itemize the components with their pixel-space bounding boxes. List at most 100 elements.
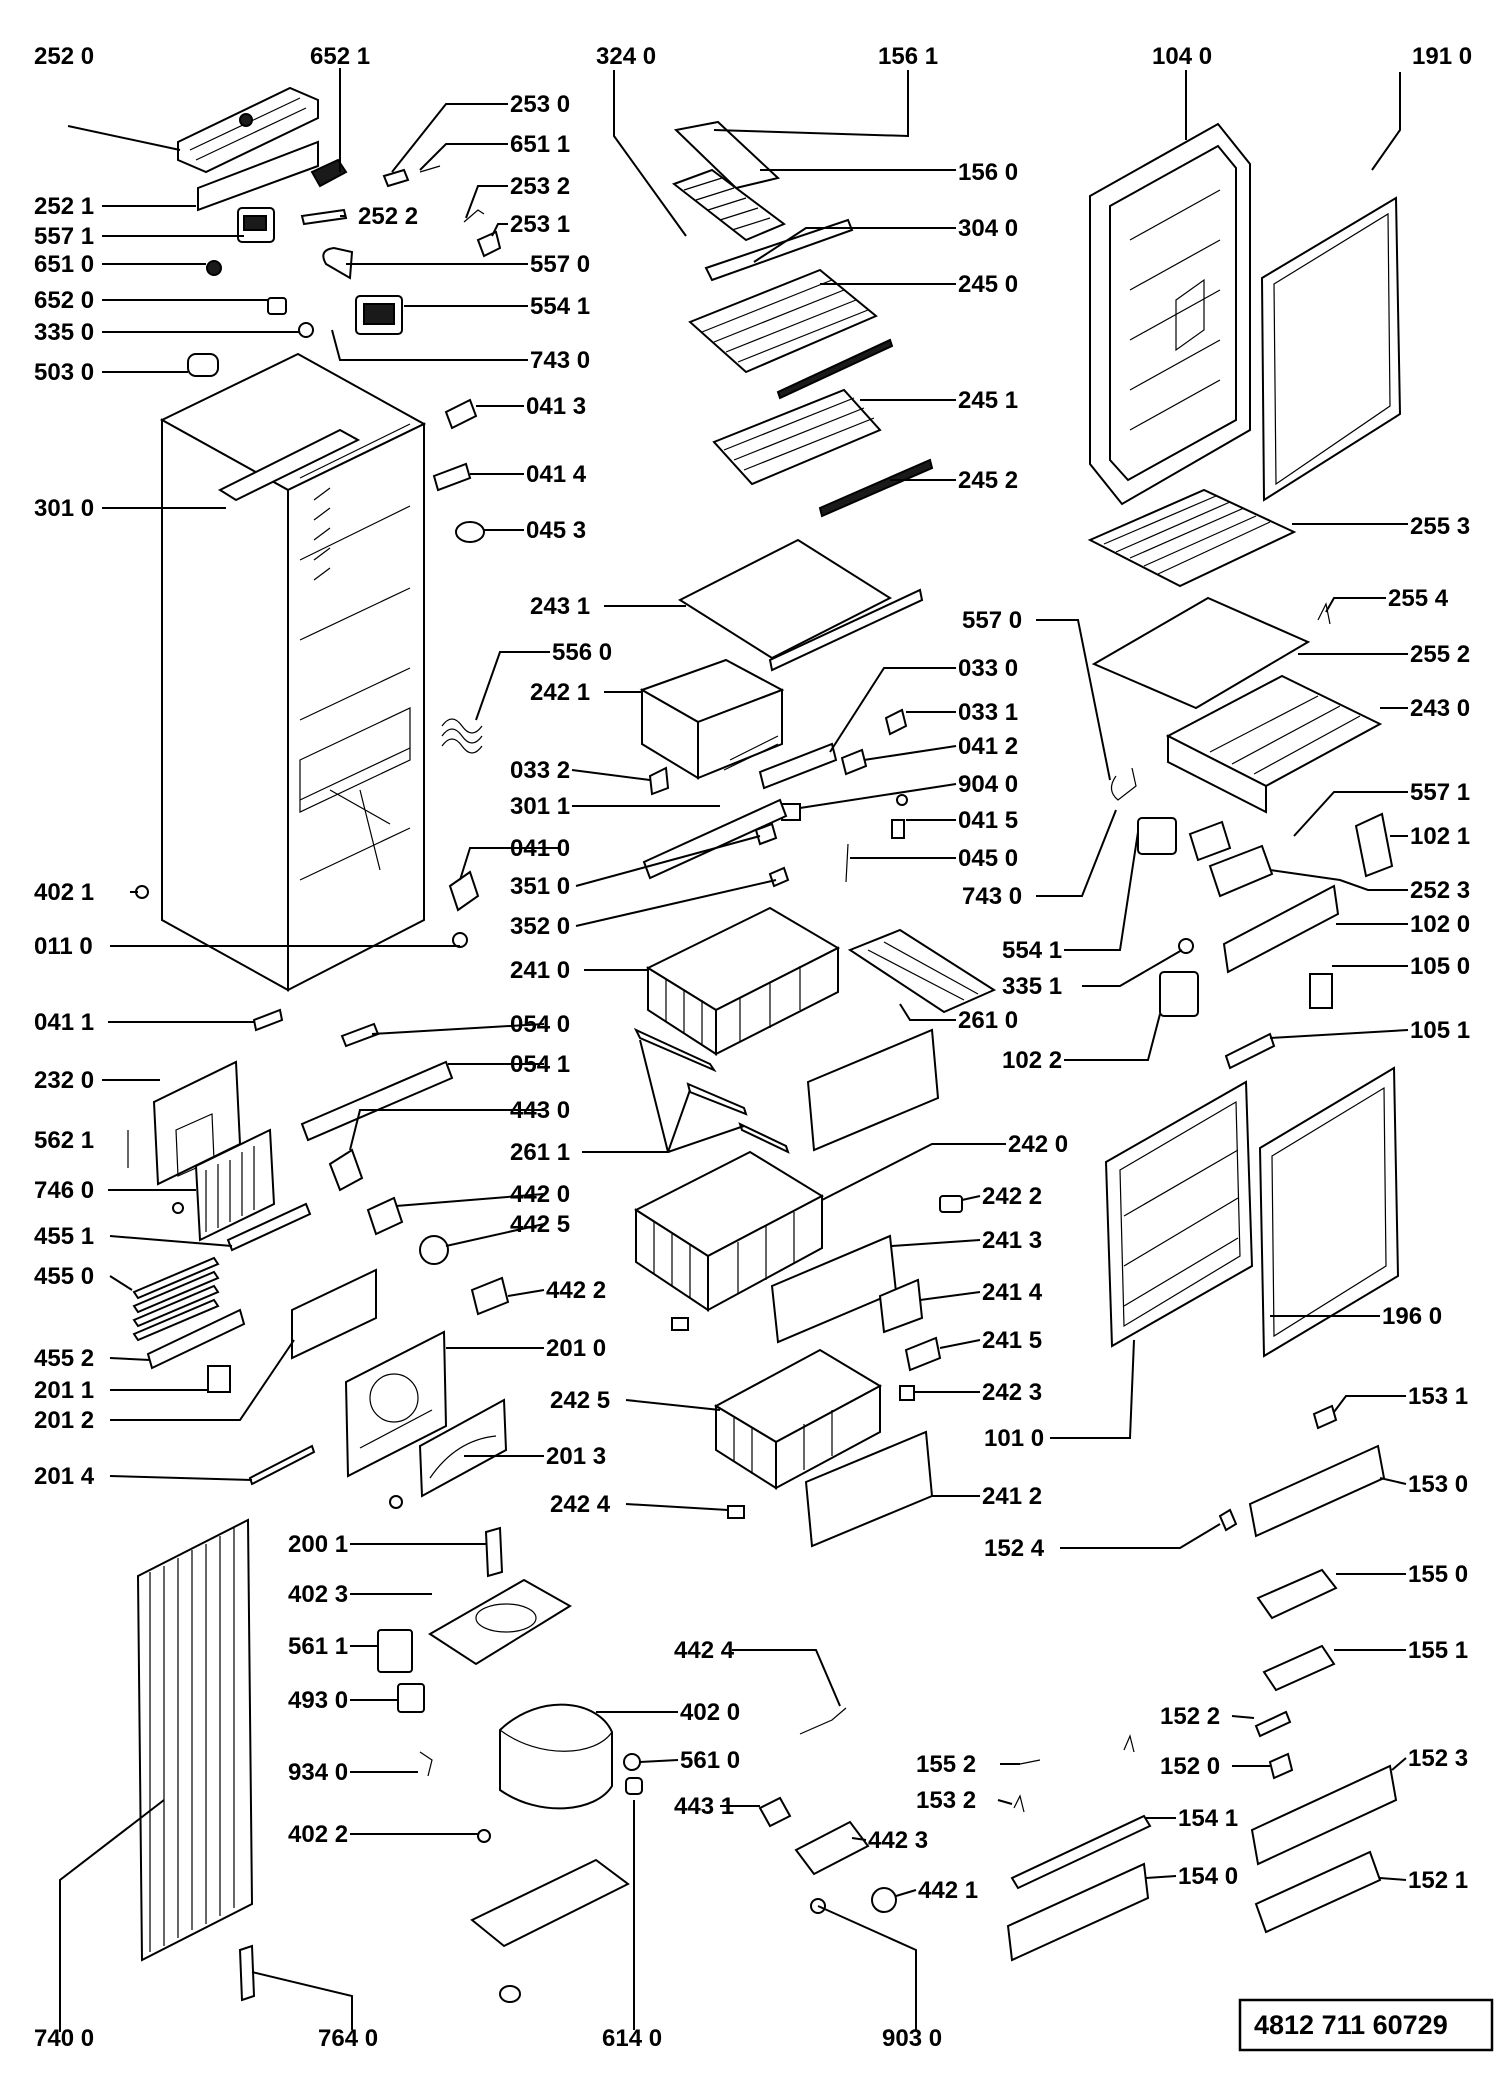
label-556-0: 556 0 [552, 639, 612, 666]
relay-443-1-part [758, 1796, 792, 1828]
label-301-0: 301 0 [34, 495, 94, 522]
label-764-0: 764 0 [318, 2025, 378, 2052]
label-561-1: 561 1 [288, 1633, 348, 1660]
wire-shelf-245-0-grid [701, 279, 869, 363]
label-154-1: 154 1 [1178, 1805, 1238, 1832]
assembly-442-3-part [794, 1820, 870, 1876]
label-242-1: 242 1 [530, 679, 590, 706]
clip-242-4-part [727, 1505, 745, 1519]
rails-261-1c [738, 1122, 790, 1154]
screw-152-4-part [1218, 1508, 1238, 1532]
label-045-3: 045 3 [526, 517, 586, 544]
lamp-holder-part [237, 207, 275, 243]
label-154-0: 154 0 [1178, 1863, 1238, 1890]
grommet-561-0-part [623, 1753, 641, 1771]
label-156-1: 156 1 [878, 43, 938, 70]
catch-small-part [671, 1317, 689, 1331]
label-241-5: 241 5 [982, 1327, 1042, 1354]
shelf-strip-245-2-part [818, 458, 934, 518]
dryer-764-0-part [238, 1944, 256, 2002]
ice-tray-cells [683, 177, 771, 231]
label-651-1: 651 1 [510, 131, 570, 158]
strip-252-2-part [300, 208, 348, 226]
label-252-1: 252 1 [34, 193, 94, 220]
label-152-1: 152 1 [1408, 1867, 1468, 1894]
upper-door-gasket [1260, 196, 1402, 502]
label-253-1: 253 1 [510, 211, 570, 238]
control-442-0-part [366, 1196, 404, 1236]
label-442-0: 442 0 [510, 1181, 570, 1208]
rails-261-1-part [633, 1027, 717, 1073]
hook-557-0-right [1110, 767, 1137, 801]
lower-door-gasket-part [1258, 1066, 1400, 1358]
screw-201-part [389, 1495, 403, 1509]
knob-152-0-part [1268, 1752, 1294, 1780]
clip-041-2-part [840, 748, 868, 776]
label-903-0: 903 0 [882, 2025, 942, 2052]
wire-934-0-part [419, 1751, 433, 1777]
wire-442-4-part [799, 1707, 847, 1735]
label-503-0: 503 0 [34, 359, 94, 386]
label-041-4: 041 4 [526, 461, 587, 488]
label-242-0: 242 0 [1008, 1131, 1068, 1158]
label-152-4: 152 4 [984, 1535, 1045, 1562]
label-156-0: 156 0 [958, 159, 1018, 186]
bracket-102-2-part [1159, 971, 1199, 1017]
label-045-0: 045 0 [958, 845, 1018, 872]
label-041-1: 041 1 [34, 1009, 94, 1036]
fan-housing-201-0-part [344, 1330, 448, 1478]
rail-054-1-part [300, 1060, 454, 1142]
basket-242-5-part [713, 1348, 883, 1490]
hinge-105-0-part [1309, 973, 1333, 1009]
label-561-0: 561 0 [680, 1747, 740, 1774]
label-442-1: 442 1 [918, 1877, 978, 1904]
compressor-402-0-part [499, 1703, 613, 1810]
wire-shelf-245-1-grid [723, 397, 875, 471]
label-335-1: 335 1 [1002, 973, 1062, 1000]
cap-503-part [187, 353, 219, 377]
light-switch-part [310, 158, 348, 188]
label-743-0-right: 743 0 [962, 883, 1022, 910]
label-241-2: 241 2 [982, 1483, 1042, 1510]
label-740-0: 740 0 [34, 2025, 94, 2052]
hinge-041-4-part [432, 462, 472, 492]
label-402-1: 402 1 [34, 879, 94, 906]
label-241-3: 241 3 [982, 1227, 1042, 1254]
crisper-243-0-part [1165, 674, 1383, 814]
clip-033-1-part [884, 708, 908, 736]
document-number: 4812 711 60729 [1254, 2010, 1448, 2040]
label-554-1: 554 1 [530, 293, 590, 320]
fitting-041-1-part [252, 1008, 284, 1032]
label-554-1-right: 554 1 [1002, 937, 1062, 964]
tray-261-0-detail [867, 941, 979, 1001]
label-201-0: 201 0 [546, 1335, 606, 1362]
pin-253-2-part [463, 209, 485, 223]
switch-554-1-right [1137, 817, 1177, 855]
label-493-0: 493 0 [288, 1687, 348, 1714]
screw-011-0-part [452, 932, 468, 948]
heater-455-0-part [132, 1256, 220, 1342]
label-155-2: 155 2 [916, 1751, 976, 1778]
label-152-3: 152 3 [1408, 1745, 1468, 1772]
grille-255-3-part [1087, 488, 1297, 588]
shelf-front-304-part [704, 218, 854, 282]
wire-shelf-245-1-part [712, 388, 882, 486]
pin-short-part [1123, 1734, 1135, 1753]
foot-part [499, 1985, 521, 2003]
label-104-0: 104 0 [1152, 43, 1212, 70]
label-241-0: 241 0 [510, 957, 570, 984]
label-152-2: 152 2 [1160, 1703, 1220, 1730]
hook-557-0-part [322, 246, 354, 280]
basket-241-0-part [645, 906, 841, 1056]
condenser-740-0-part [136, 1518, 254, 1962]
label-442-3: 442 3 [868, 1827, 928, 1854]
foot-614-0-part [625, 1777, 643, 1795]
label-252-2: 252 2 [358, 203, 418, 230]
clip-402-2-part [477, 1829, 491, 1843]
glass-shelf-243-1-part [677, 538, 893, 660]
label-245-2: 245 2 [958, 467, 1018, 494]
clip-241-5-part [904, 1336, 942, 1372]
label-301-1: 301 1 [510, 793, 570, 820]
knob-335-1-part [1178, 938, 1194, 954]
label-242-5: 242 5 [550, 1387, 610, 1414]
